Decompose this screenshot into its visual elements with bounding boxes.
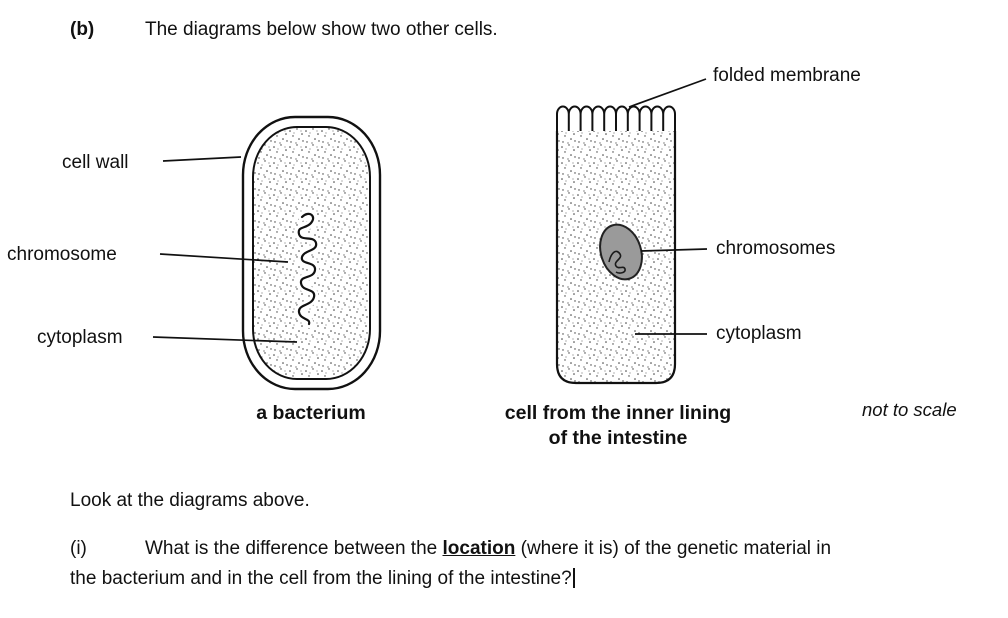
bacterium-caption: a bacterium <box>256 402 366 424</box>
label-cytoplasm-left: cytoplasm <box>37 327 123 348</box>
leader-lines <box>152 78 708 343</box>
question-keyword-location: location <box>442 538 516 559</box>
look-at-diagrams-text: Look at the diagrams above. <box>70 490 310 511</box>
leader-line-cytoplasm-left <box>152 336 298 343</box>
leader-line-chromosome <box>159 253 289 263</box>
question-line-1[interactable]: (i) What is the difference between the lo… <box>70 537 831 561</box>
folded-membrane-top <box>556 105 676 131</box>
bacterium-chromosome-squiggle <box>297 212 318 326</box>
label-folded-membrane: folded membrane <box>713 65 861 86</box>
intestine-cell-cytoplasm-fill <box>557 131 675 383</box>
bacterium-diagram <box>241 115 382 391</box>
nucleus <box>599 223 643 281</box>
leader-line-cell-wall <box>162 156 242 162</box>
question-text-part1: What is the difference between the <box>145 538 443 559</box>
nucleus-chromatin-squiggle <box>608 250 626 274</box>
part-b-header: (b) The diagrams below show two other cel… <box>70 18 498 42</box>
part-label: (b) <box>70 19 95 40</box>
label-cytoplasm-right: cytoplasm <box>716 323 802 344</box>
label-cell-wall: cell wall <box>62 152 129 173</box>
bacterium-chromosome-halo <box>294 209 321 328</box>
question-number: (i) <box>70 538 87 559</box>
intestine-caption-line2: of the intestine <box>548 427 688 449</box>
not-to-scale-note: not to scale <box>862 399 957 420</box>
label-chromosome: chromosome <box>7 244 117 265</box>
bacterium-membrane-and-cytoplasm <box>252 126 371 380</box>
question-line-2[interactable]: the bacterium and in the cell from the l… <box>70 567 575 591</box>
label-chromosomes: chromosomes <box>716 238 836 259</box>
intestine-caption-line1: cell from the inner lining <box>504 402 732 424</box>
intestine-cell-diagram <box>555 105 677 385</box>
question-text-part2: (where it is) of the genetic material in <box>515 538 832 559</box>
bacterium-cell-wall-outline <box>241 115 382 391</box>
intro-text: The diagrams below show two other cells. <box>145 19 498 40</box>
leader-line-folded-membrane <box>628 78 707 108</box>
leader-line-chromosomes <box>640 248 708 252</box>
intestine-cell-outline <box>555 131 677 385</box>
text-cursor <box>572 568 575 588</box>
question-text-line2: the bacterium and in the cell from the l… <box>70 568 572 589</box>
